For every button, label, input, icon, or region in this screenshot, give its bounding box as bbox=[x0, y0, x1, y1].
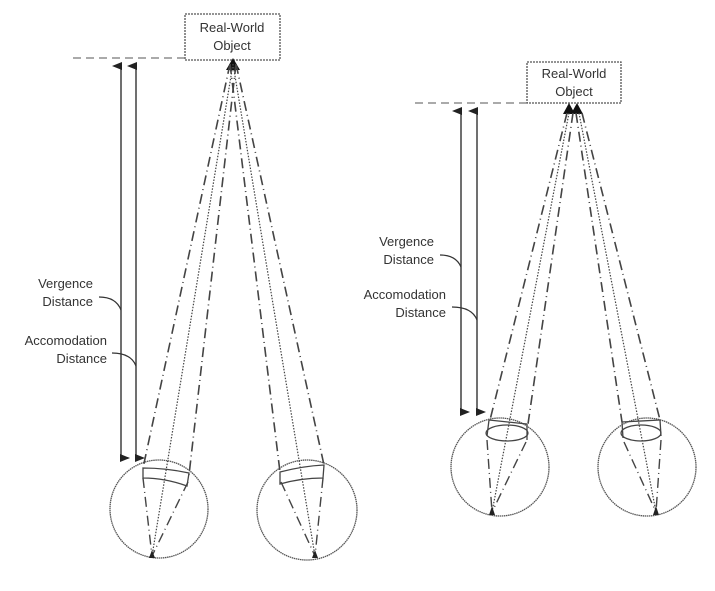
lens bbox=[142, 467, 190, 487]
right-eye bbox=[575, 112, 697, 517]
object-point-arrow bbox=[563, 103, 575, 114]
vergence-label-line2: Distance bbox=[383, 252, 434, 267]
lens bbox=[620, 424, 662, 442]
accommodation-leader bbox=[111, 352, 137, 367]
vergence-leader bbox=[439, 254, 462, 268]
lens bbox=[485, 424, 529, 442]
left-panel: Real-World Object Vergence Distance Acco… bbox=[25, 13, 358, 561]
object-label-line1: Real-World bbox=[542, 66, 607, 81]
vergence-label-line2: Distance bbox=[42, 294, 93, 309]
object-box bbox=[184, 13, 281, 61]
lens-rim bbox=[488, 419, 528, 425]
lens bbox=[279, 464, 325, 485]
object-label-line2: Object bbox=[213, 38, 251, 53]
right-panel: Real-World Object Vergence Distance Acco… bbox=[364, 61, 697, 517]
right-eye bbox=[229, 63, 358, 561]
vergence-leader bbox=[98, 296, 122, 311]
accommodation-label-line2: Distance bbox=[395, 305, 446, 320]
accommodation-label-line1: Accomodation bbox=[364, 287, 446, 302]
vergence-label-line1: Vergence bbox=[38, 276, 93, 291]
left-eye bbox=[109, 63, 237, 559]
object-box bbox=[526, 61, 622, 104]
left-eye bbox=[450, 112, 574, 517]
vergence-label-line1: Vergence bbox=[379, 234, 434, 249]
object-label-line2: Object bbox=[555, 84, 593, 99]
accommodation-leader bbox=[451, 306, 478, 321]
object-label-line1: Real-World bbox=[200, 20, 265, 35]
lens-rim bbox=[621, 419, 661, 423]
accommodation-label-line2: Distance bbox=[56, 351, 107, 366]
accommodation-label-line1: Accomodation bbox=[25, 333, 107, 348]
object-point-arrow bbox=[571, 103, 583, 114]
